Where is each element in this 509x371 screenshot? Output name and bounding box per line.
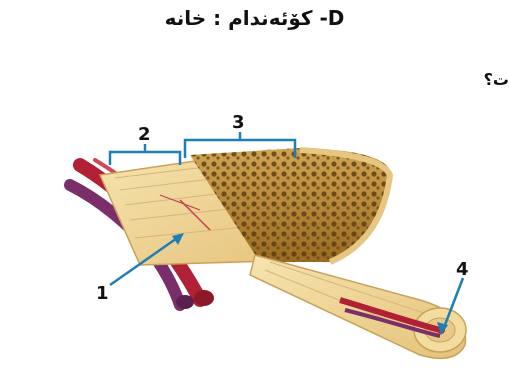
- bone-shaft: [250, 255, 466, 358]
- bracket-2: [110, 144, 180, 165]
- label-3: 3: [232, 112, 245, 133]
- label-4: 4: [456, 259, 469, 280]
- label-1: 1: [96, 283, 109, 304]
- label-2: 2: [138, 124, 151, 145]
